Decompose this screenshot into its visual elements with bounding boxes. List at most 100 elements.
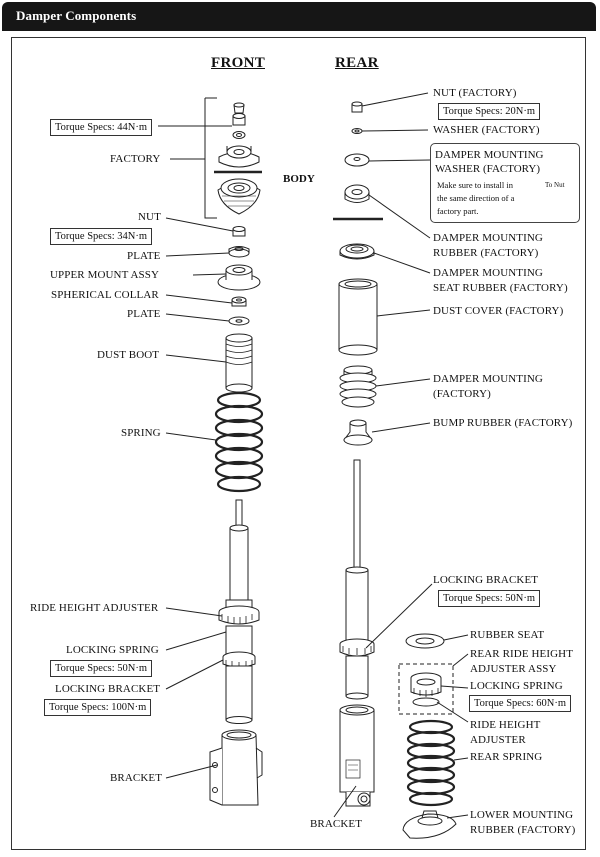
front-plate-icon xyxy=(228,246,250,258)
front-torque-locking-spring: Torque Specs: 50N·m xyxy=(50,660,152,677)
rear-label-mount-rubber-2: RUBBER (FACTORY) xyxy=(433,247,539,259)
mount-washer-note: DAMPER MOUNTING WASHER (FACTORY) Make su… xyxy=(430,143,580,223)
rear-label-seat-rubber-1: DAMPER MOUNTING xyxy=(433,267,543,279)
note-to-nut: To Nut xyxy=(545,181,565,189)
rear-nut-leader xyxy=(361,92,429,107)
front-locking-bracket-leader xyxy=(165,659,224,690)
rear-shock-icon xyxy=(339,459,375,700)
front-bracket-leader xyxy=(165,764,218,779)
front-label-dust-boot: DUST BOOT xyxy=(97,349,160,361)
rear-mount-washer-leader xyxy=(368,159,431,162)
rear-locking-bracket-leader xyxy=(365,583,433,649)
front-label-spring: SPRING xyxy=(121,427,161,439)
rear-label-seat-rubber-2: SEAT RUBBER (FACTORY) xyxy=(433,282,568,294)
rear-lower-mount-leader xyxy=(446,814,469,819)
note-body-1: Make sure to install in xyxy=(437,180,514,190)
rear-label-ride-height-assy-2: ADJUSTER ASSY xyxy=(470,663,557,675)
front-label-locking-bracket: LOCKING BRACKET xyxy=(55,683,161,695)
rear-label-lower-mount-2: RUBBER (FACTORY) xyxy=(470,824,576,836)
front-factory-nut-icon xyxy=(233,102,245,114)
rear-label-bump-rubber: BUMP RUBBER (FACTORY) xyxy=(433,417,573,429)
rear-label-washer: WASHER (FACTORY) xyxy=(433,124,540,136)
note-body-2: the same direction of a xyxy=(437,193,515,203)
rear-nut-icon xyxy=(351,101,363,113)
front-plate-leader xyxy=(165,252,230,257)
rear-label-damper-mounting-1: DAMPER MOUNTING xyxy=(433,373,543,385)
rear-spring-leader xyxy=(453,757,469,761)
front-spherical-collar-icon xyxy=(231,296,247,307)
front-torque-nut: Torque Specs: 34N·m xyxy=(50,228,152,245)
rear-lower-mount-rubber-icon xyxy=(402,810,457,839)
section-header: Damper Components xyxy=(2,2,596,31)
front-label-factory: FACTORY xyxy=(110,153,161,165)
rear-washer-icon xyxy=(351,128,363,134)
rear-torque-locking-spring: Torque Specs: 60N·m xyxy=(469,695,571,712)
rear-label-ride-height-adjuster-1: RIDE HEIGHT xyxy=(470,719,541,731)
rear-label-bracket: BRACKET xyxy=(310,818,363,830)
front-label-bracket: BRACKET xyxy=(110,772,163,784)
rear-bracket-icon xyxy=(339,704,375,807)
rear-label-damper-mounting: DAMPER MOUNTING (FACTORY) xyxy=(433,372,543,402)
rear-dust-cover-leader xyxy=(376,309,431,317)
rear-label-lower-mount-1: LOWER MOUNTING xyxy=(470,809,574,821)
rear-bump-rubber-icon xyxy=(343,419,373,446)
front-upper-mount-leader xyxy=(192,273,227,276)
note-title-2: WASHER (FACTORY) xyxy=(435,163,541,175)
rear-ride-height-leader xyxy=(436,701,469,723)
rear-label-ride-height-adjuster: RIDE HEIGHT ADJUSTER xyxy=(470,718,540,748)
front-factory-bracket-line xyxy=(204,97,217,219)
rear-label-rubber-seat: RUBBER SEAT xyxy=(470,629,545,641)
rear-seat-rubber-icon xyxy=(339,243,375,260)
front-label-upper-mount: UPPER MOUNT ASSY xyxy=(50,269,159,281)
front-label-body: BODY xyxy=(283,173,315,185)
front-locking-spring-leader xyxy=(165,631,227,651)
front-label-locking-spring: LOCKING SPRING xyxy=(66,644,159,656)
rear-label-mount-rubber: DAMPER MOUNTING RUBBER (FACTORY) xyxy=(433,231,543,261)
rear-dust-cover-icon xyxy=(338,278,378,356)
front-bracket-icon xyxy=(209,729,263,806)
note-body-3: factory part. xyxy=(437,206,479,216)
rear-damper-mounting-leader xyxy=(375,378,431,387)
front-nut-icon xyxy=(232,226,246,237)
front-torque-top: Torque Specs: 44N·m xyxy=(50,119,152,136)
rear-label-damper-mounting-2: (FACTORY) xyxy=(433,388,491,400)
front-label-nut: NUT xyxy=(138,211,161,223)
rear-bracket-leader xyxy=(333,785,357,818)
rear-label-rear-spring: REAR SPRING xyxy=(470,751,543,763)
front-nut-leader xyxy=(165,217,234,232)
front-dust-boot-leader xyxy=(165,354,227,363)
rear-rubber-seat-leader xyxy=(443,634,469,641)
rear-label-ride-height-assy: REAR RIDE HEIGHT ADJUSTER ASSY xyxy=(470,647,573,677)
rear-label-dust-cover: DUST COVER (FACTORY) xyxy=(433,305,564,317)
rear-washer-leader xyxy=(361,129,429,132)
front-label-plate2: PLATE xyxy=(127,308,161,320)
front-factory-upper-mount-icon xyxy=(218,145,260,168)
rear-rubber-seat-icon xyxy=(405,633,445,649)
rear-bump-rubber-leader xyxy=(371,422,431,433)
front-factory-insulator-icon xyxy=(217,178,261,215)
rear-torque-locking-bracket: Torque Specs: 50N·m xyxy=(438,590,540,607)
rear-ride-height-adjuster-icon xyxy=(410,672,442,707)
rear-spring-icon xyxy=(406,719,456,807)
front-ride-height-leader xyxy=(165,607,223,617)
rear-label-nut: NUT (FACTORY) xyxy=(433,87,517,99)
front-plate2-icon xyxy=(228,316,250,326)
front-torque-locking-bracket: Torque Specs: 100N·m xyxy=(44,699,152,716)
rear-label-ride-height-assy-1: REAR RIDE HEIGHT xyxy=(470,648,574,660)
front-label-ride-height-adjuster: RIDE HEIGHT ADJUSTER xyxy=(30,602,159,614)
front-dust-boot-icon xyxy=(225,333,253,393)
front-plate2-leader xyxy=(165,313,230,322)
front-collar-leader xyxy=(165,294,233,304)
front-heading: FRONT xyxy=(211,55,265,71)
rear-locking-spring-leader xyxy=(440,685,469,689)
front-spring-icon xyxy=(214,391,264,493)
rear-mount-washer-icon xyxy=(344,153,370,167)
rear-adjuster-assy-box xyxy=(398,663,454,715)
rear-label-locking-bracket: LOCKING BRACKET xyxy=(433,574,539,586)
front-label-spherical-collar: SPHERICAL COLLAR xyxy=(51,289,159,301)
rear-label-ride-height-adjuster-2: ADJUSTER xyxy=(470,734,526,746)
section-title: Damper Components xyxy=(16,8,137,23)
rear-label-lower-mount: LOWER MOUNTING RUBBER (FACTORY) xyxy=(470,808,575,838)
rear-label-mount-rubber-1: DAMPER MOUNTING xyxy=(433,232,543,244)
